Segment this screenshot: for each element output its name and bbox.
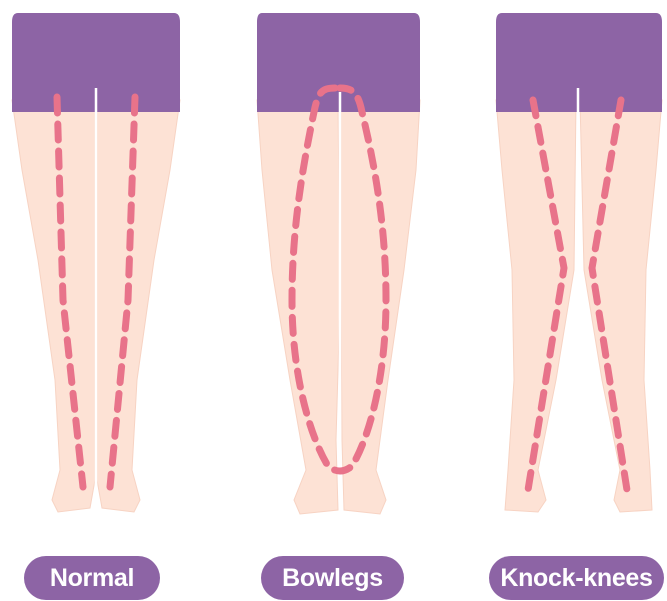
bowlegs-shorts <box>257 13 420 112</box>
knock-knees-label: Knock-knees <box>489 556 664 600</box>
bowlegs-left-leg <box>257 100 340 514</box>
bowlegs-right-leg <box>341 100 420 514</box>
normal-right-leg <box>97 100 180 512</box>
panel-knock-knees <box>496 13 662 512</box>
panel-bowlegs <box>257 13 420 514</box>
panel-normal <box>12 13 180 512</box>
normal-label: Normal <box>24 556 160 600</box>
bowlegs-label: Bowlegs <box>261 556 404 600</box>
